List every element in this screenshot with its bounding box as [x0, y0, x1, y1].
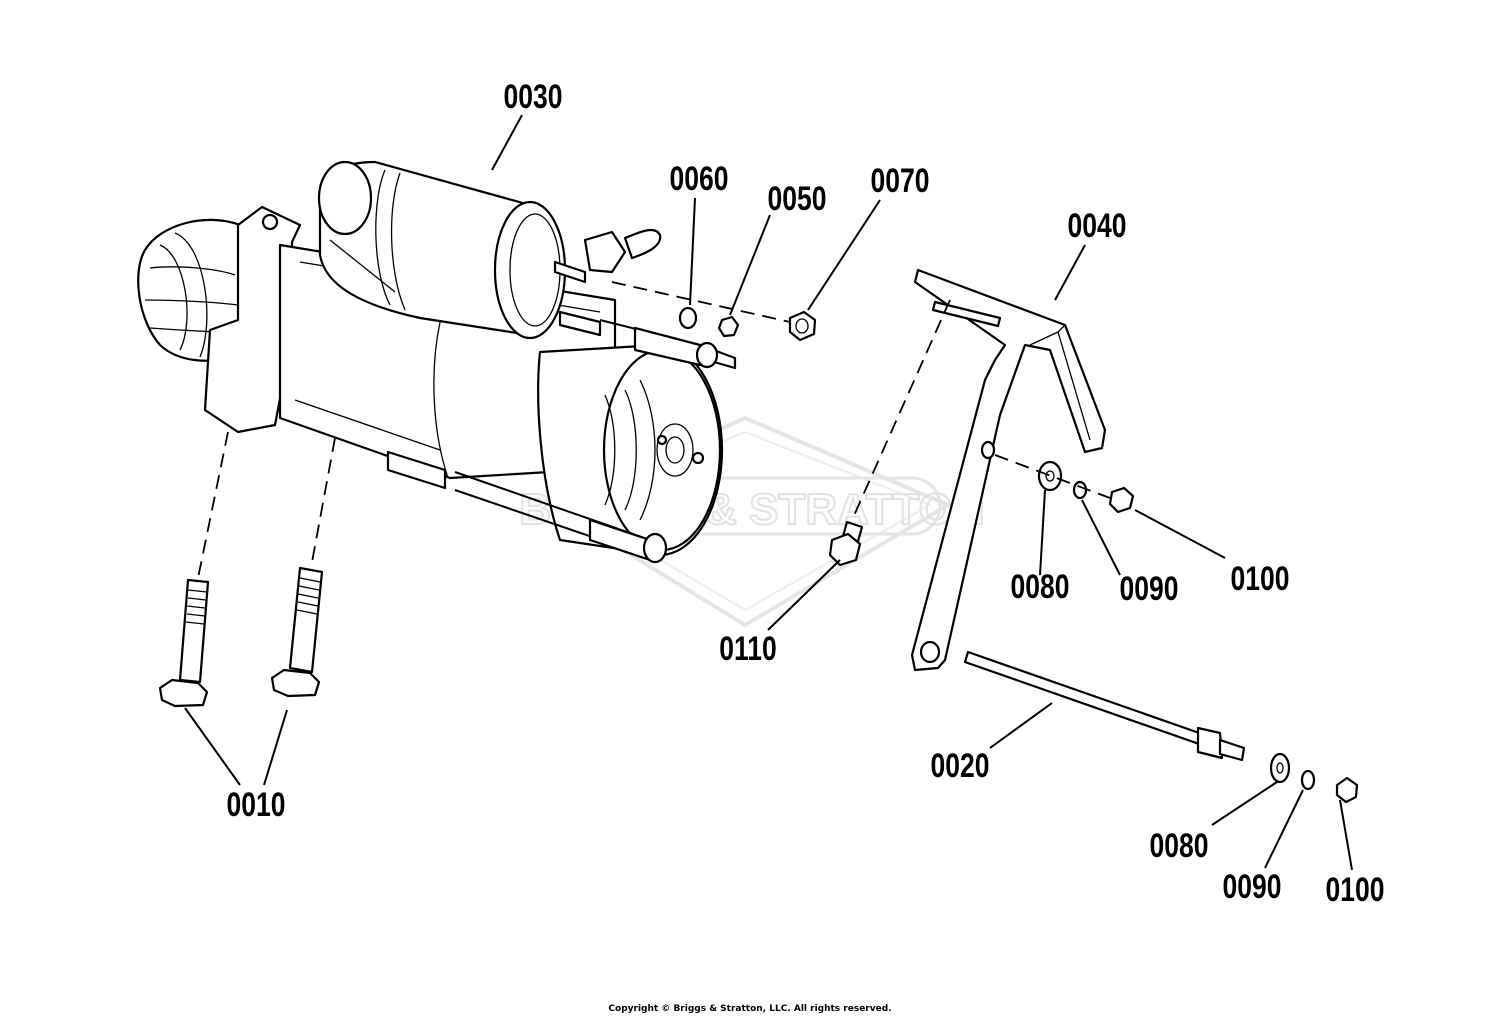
callout-0100-upper[interactable]: 0100	[1231, 560, 1290, 598]
callout-0020[interactable]: 0020	[931, 747, 990, 785]
starter-motor-part[interactable]	[137, 160, 737, 564]
callout-0070[interactable]: 0070	[871, 162, 930, 200]
flange-nut-0070-part[interactable]	[788, 310, 817, 342]
callout-0080-lower[interactable]: 0080	[1150, 827, 1209, 865]
nut-0100-upper-part[interactable]	[1108, 486, 1135, 514]
assembly-guide-lines	[197, 281, 1111, 579]
callout-0080-upper[interactable]: 0080	[1011, 568, 1070, 606]
callout-0050[interactable]: 0050	[768, 180, 827, 218]
washer-0080-upper-part[interactable]	[1037, 460, 1063, 492]
callout-0060[interactable]: 0060	[670, 160, 729, 198]
callout-0090-lower[interactable]: 0090	[1223, 868, 1282, 906]
callout-0040[interactable]: 0040	[1068, 207, 1127, 245]
callout-0100-lower[interactable]: 0100	[1326, 871, 1385, 909]
copyright-notice: Copyright © Briggs & Stratton, LLC. All …	[608, 1004, 891, 1014]
washer-0080-lower-part[interactable]	[1269, 752, 1291, 784]
callout-0030[interactable]: 0030	[504, 78, 563, 116]
callout-leader-lines	[184, 114, 1353, 871]
nut-0100-lower-part[interactable]	[1335, 776, 1359, 804]
lock-washer-0090-lower-part[interactable]	[1300, 769, 1316, 791]
lock-washer-0090-upper-part[interactable]	[1072, 480, 1088, 500]
lock-washer-0060-part[interactable]	[678, 306, 698, 330]
through-bolt-0020-part[interactable]	[963, 650, 1246, 762]
callout-0010[interactable]: 0010	[227, 786, 286, 824]
callout-0090-upper[interactable]: 0090	[1120, 570, 1179, 608]
bolt-0010-right-part[interactable]	[270, 566, 324, 698]
callout-0110[interactable]: 0110	[719, 630, 777, 668]
mounting-bracket-0040-part[interactable]	[910, 268, 1107, 672]
nut-0050-part[interactable]	[717, 315, 740, 338]
bolt-0110-part[interactable]	[828, 520, 864, 567]
bolt-0010-left-part[interactable]	[158, 578, 210, 708]
